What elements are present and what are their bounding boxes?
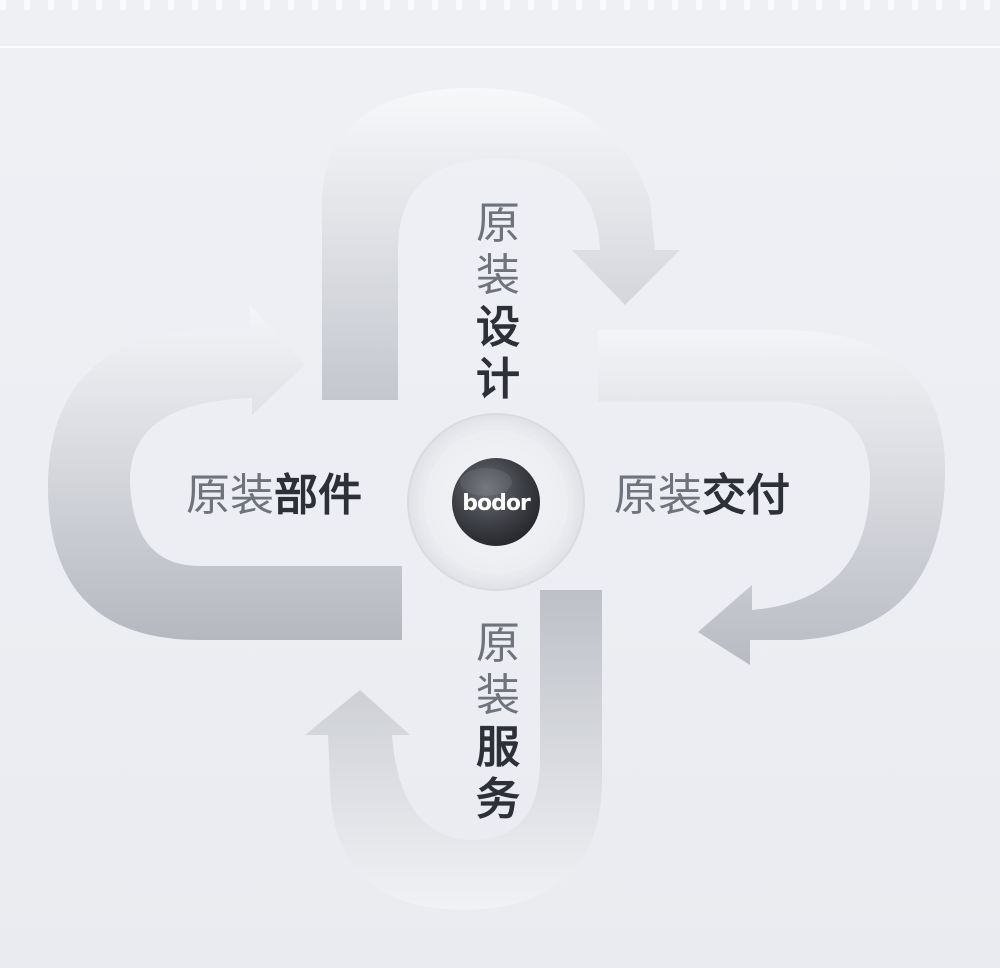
arrow-right: [598, 330, 945, 665]
service-emphasis-char-2: 务: [476, 774, 520, 825]
label-original-service: 原 装 服 务: [468, 618, 528, 826]
label-original-parts: 原装部件: [186, 474, 362, 518]
arrow-left: [47, 305, 402, 640]
design-prefix-char-1: 原: [476, 198, 520, 249]
service-prefix-char-1: 原: [476, 618, 520, 669]
label-original-design: 原 装 设 计: [468, 198, 528, 406]
parts-emphasis: 部件: [274, 470, 362, 521]
arrow-bottom: [305, 590, 602, 911]
design-emphasis-char-1: 设: [476, 302, 520, 353]
service-emphasis-char-1: 服: [476, 722, 520, 773]
delivery-prefix: 原装: [614, 470, 702, 521]
top-divider: [0, 46, 1000, 48]
label-original-delivery: 原装交付: [614, 474, 790, 518]
bodor-logo: bodor: [452, 458, 540, 546]
logo-wordmark: bodor: [462, 491, 531, 516]
center-ring: [420, 426, 572, 578]
service-prefix-char-2: 装: [476, 670, 520, 721]
delivery-emphasis: 交付: [702, 470, 790, 521]
top-dotted-border: [0, 0, 1000, 10]
design-prefix-char-2: 装: [476, 250, 520, 301]
design-emphasis-char-2: 计: [476, 354, 520, 405]
arrow-top: [322, 87, 680, 400]
parts-prefix: 原装: [186, 470, 274, 521]
